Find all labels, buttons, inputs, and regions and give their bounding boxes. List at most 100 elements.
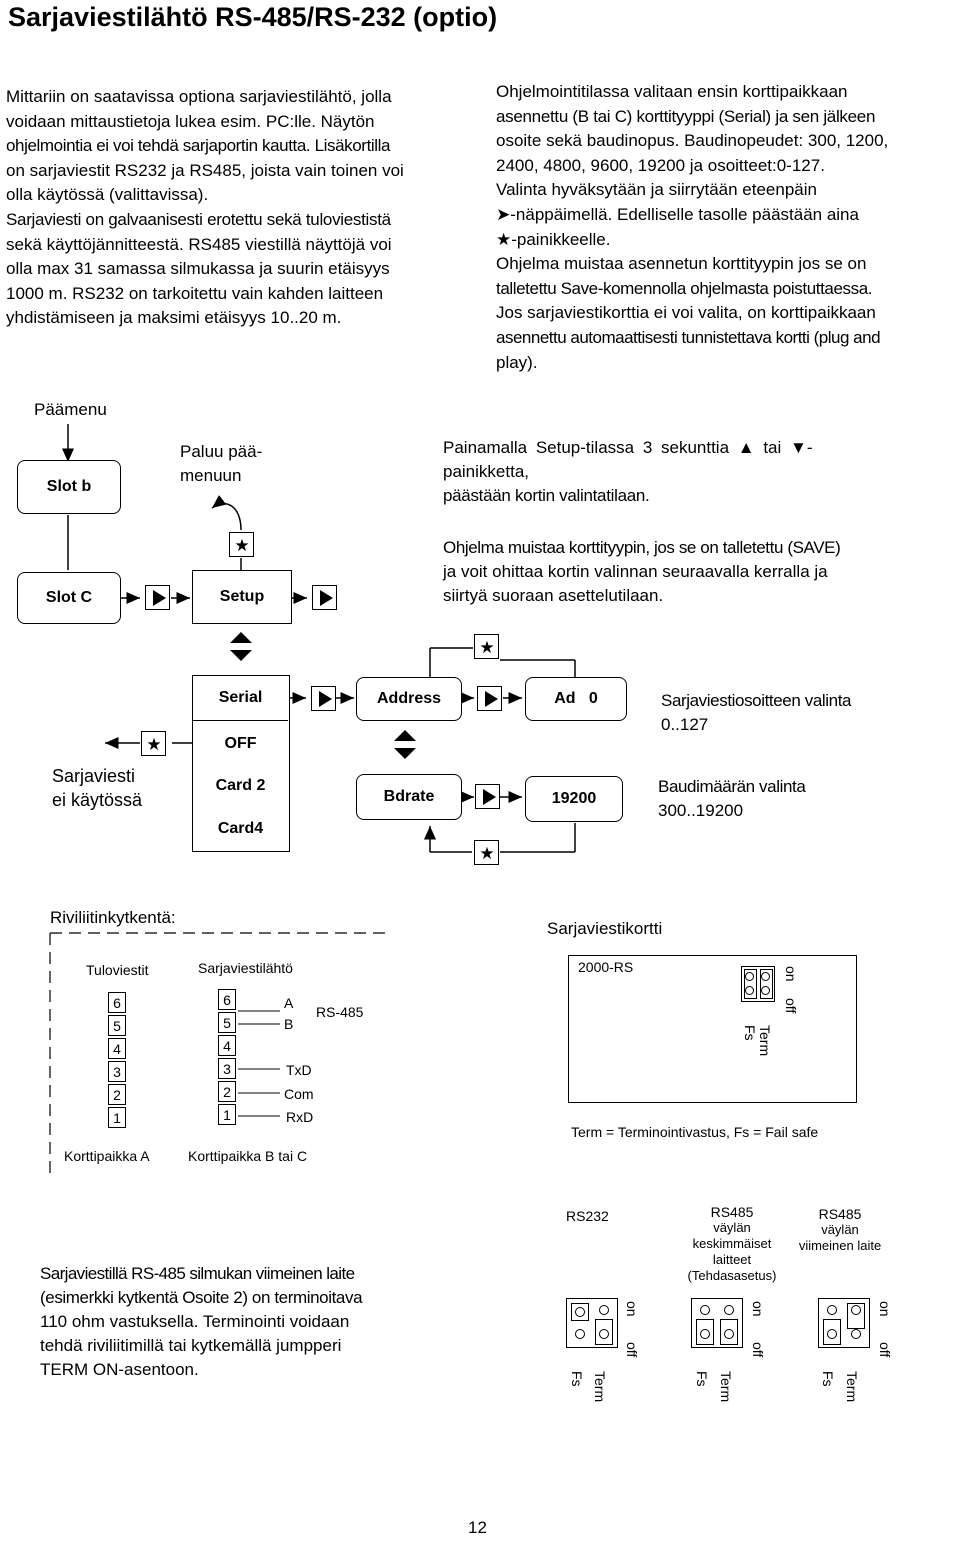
intro-right-line: asennettu automaattisesti tunnistettava … <box>496 327 881 347</box>
intro-left-line: ohjelmointia ei voi tehdä sarjaportin ka… <box>6 136 391 156</box>
save-note-line: siirtyä suoraan asettelutilaan. <box>443 586 664 605</box>
main-menu-label: Päämenu <box>34 400 107 419</box>
next-button <box>311 686 336 711</box>
slot-b-box: Slot b <box>17 460 121 514</box>
card-legend: Term = Terminointivastus, Fs = Fail safe <box>571 1124 819 1140</box>
pin <box>700 1305 710 1315</box>
play-icon <box>485 691 498 707</box>
card-model: 2000-RS <box>578 959 634 975</box>
intro-left-line: Sarjaviesti on galvaanisesti erotettu se… <box>6 209 391 229</box>
pin <box>724 1329 734 1339</box>
rs485-mid-jumper-block <box>691 1298 743 1348</box>
setup-note: Painamalla Setup-tilassa 3 sekunttia ▲ t… <box>443 436 925 508</box>
termination-note-line: Sarjaviestillä RS-485 silmukan viimeinen… <box>40 1264 355 1283</box>
input-terminal-4: 4 <box>108 1038 126 1059</box>
intro-right-line: Jos sarjaviestikorttia ei voi valita, on… <box>496 303 876 323</box>
rs485-label: RS-485 <box>316 1004 364 1020</box>
card-on-label: on <box>783 966 799 982</box>
return-label-line: menuun <box>180 466 242 485</box>
star-button: ★ <box>474 840 499 865</box>
rs485-mid-line: väylän <box>713 1220 751 1235</box>
up-down-icon <box>230 632 252 661</box>
jumper-on-label: on <box>750 1301 766 1317</box>
intro-right-line: asennettu (B tai C) korttityyppi (Serial… <box>496 106 876 126</box>
signal-txd: TxD <box>286 1062 312 1078</box>
intro-left-line: voidaan mittaustietoja lukea esim. PC:ll… <box>6 111 375 131</box>
serial-output-label: Sarjaviestilähtö <box>198 960 293 976</box>
pin <box>827 1305 837 1315</box>
next-button <box>145 585 170 610</box>
next-button <box>477 686 502 711</box>
return-label: Paluu pää- menuun <box>180 440 262 488</box>
svg-text:★: ★ <box>234 536 249 556</box>
serial-terminal-6: 6 <box>218 989 236 1010</box>
termination-note-line: (esimerkki kytkentä Osoite 2) on termino… <box>40 1288 363 1307</box>
jumper-fs-label: Fs <box>820 1371 836 1387</box>
serial-terminal-1: 1 <box>218 1104 236 1125</box>
star-button: ★ <box>141 731 166 756</box>
intro-right-line: play). <box>496 352 538 372</box>
wiring-frame <box>49 932 385 1173</box>
rs485-last-line: väylän <box>821 1222 859 1237</box>
input-terminal-2: 2 <box>108 1084 126 1105</box>
term-jumper <box>595 1319 613 1345</box>
setup-box: Setup <box>192 570 292 624</box>
star-icon: ★ <box>479 844 494 864</box>
serial-off-line: Sarjaviesti <box>52 766 136 786</box>
pin <box>745 986 754 995</box>
card-term-label: Term <box>757 1025 773 1057</box>
rs485-mid-title: RS485 väylän keskimmäiset laitteet (Tehd… <box>655 1204 809 1284</box>
address-value-box: Ad 0 <box>525 677 627 721</box>
play-icon <box>153 590 166 606</box>
svg-text:★: ★ <box>479 844 494 864</box>
address-label-line: 0..127 <box>661 715 709 734</box>
input-terminal-5: 5 <box>108 1015 126 1036</box>
intro-left-text: Mittariin on saatavissa optiona sarjavie… <box>6 85 470 331</box>
intro-left-line: olla max 31 samassa silmukassa ja suurin… <box>6 259 390 279</box>
rs485-last-line: RS485 <box>818 1206 862 1222</box>
termination-note-line: 110 ohm vastuksella. Terminointi voidaan <box>40 1312 350 1331</box>
input-terminal-6: 6 <box>108 992 126 1013</box>
intro-left-line: on sarjaviestit RS232 ja RS485, joista v… <box>6 160 404 180</box>
intro-left-line: Mittariin on saatavissa optiona sarjavie… <box>6 87 392 106</box>
input-terminal-3: 3 <box>108 1061 126 1082</box>
star-button: ★ <box>474 634 499 659</box>
card-jumper-block <box>741 966 775 1002</box>
intro-right-line: ★-painikkeelle. <box>496 229 611 249</box>
pin <box>827 1329 837 1339</box>
option-card-4: Card4 <box>217 820 264 837</box>
slot-a-label: Korttipaikka A <box>64 1148 150 1164</box>
star-button: ★ <box>229 532 254 557</box>
term-jumper <box>847 1303 865 1329</box>
pin <box>599 1305 609 1315</box>
pin <box>724 1305 734 1315</box>
intro-left-line: sekä käyttöjännitteestä. RS485 viestillä… <box>6 234 392 254</box>
pin <box>761 972 770 981</box>
option-off: OFF <box>224 735 257 752</box>
up-down-icon <box>394 730 416 759</box>
signal-a: A <box>284 995 294 1011</box>
input-terminal-1: 1 <box>108 1107 126 1128</box>
intro-left-line: yhdistämiseen ja maksimi etäisyys 10..20… <box>6 308 342 328</box>
baud-label-line: Baudimäärän valinta <box>658 777 806 796</box>
rs485-last-jumper-block <box>818 1298 870 1348</box>
card-options-list: Serial OFF Card 2 Card4 <box>192 675 290 852</box>
rs485-last-line: viimeinen laite <box>798 1238 882 1253</box>
pin <box>851 1329 861 1339</box>
rs485-mid-line: laitteet <box>712 1252 752 1267</box>
save-note: Ohjelma muistaa korttityypin, jos se on … <box>443 536 943 608</box>
jumper-off-label: off <box>624 1342 640 1358</box>
intro-right-line: 2400, 4800, 9600, 19200 ja osoitteet:0-1… <box>496 155 825 175</box>
intro-right-line: osoite sekä baudinopus. Baudinopeudet: 3… <box>496 131 889 151</box>
save-note-line: Ohjelma muistaa korttityypin, jos se on … <box>443 538 841 557</box>
serial-off-line: ei käytössä <box>52 790 143 810</box>
card-off-label: off <box>783 998 799 1014</box>
pin <box>700 1329 710 1339</box>
termination-note: Sarjaviestillä RS-485 silmukan viimeinen… <box>40 1262 440 1382</box>
star-icon: ★ <box>234 536 249 556</box>
rs485-mid-line: (Tehdasasetus) <box>687 1268 777 1283</box>
jumper-term-label: Term <box>844 1371 860 1403</box>
inputs-label: Tuloviestit <box>86 962 149 978</box>
intro-right-text: Ohjelmointitilassa valitaan ensin kortti… <box>496 80 958 375</box>
pin <box>745 972 754 981</box>
